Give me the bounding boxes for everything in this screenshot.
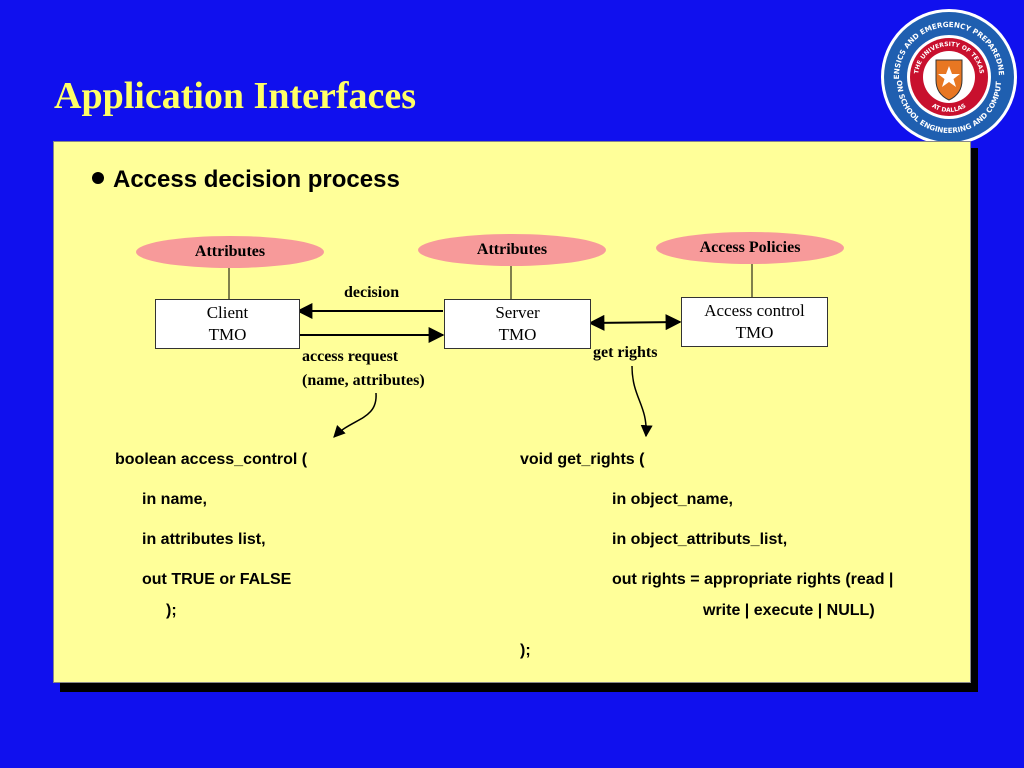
bullet-dot-icon bbox=[92, 172, 104, 184]
get-rights-param-object-name: in object_name, bbox=[612, 491, 733, 508]
content-panel bbox=[53, 141, 971, 683]
institute-seal-icon: DIGITAL FORENSICS AND EMERGENCY PREPARED… bbox=[880, 8, 1017, 145]
access-policies-ellipse: Access Policies bbox=[656, 232, 844, 264]
client-tmo-line2: TMO bbox=[208, 325, 247, 344]
server-tmo-box: Server TMO bbox=[444, 299, 591, 349]
access-control-param-attributes: in attributes list, bbox=[142, 531, 266, 548]
get-rights-close: ); bbox=[520, 642, 531, 659]
get-rights-param-out-line1: out rights = appropriate rights (read | bbox=[612, 571, 894, 588]
access-control-tmo-line2: TMO bbox=[735, 323, 774, 342]
access-control-tmo-box: Access control TMO bbox=[681, 297, 828, 347]
request-callout-arrow bbox=[333, 392, 377, 438]
access-control-param-out: out TRUE or FALSE bbox=[142, 571, 292, 588]
get-rights-arrow bbox=[588, 314, 682, 331]
server-tmo-line2: TMO bbox=[498, 325, 537, 344]
client-attributes-ellipse: Attributes bbox=[136, 236, 324, 268]
access-request-params-label: (name, attributes) bbox=[302, 372, 425, 389]
access-control-close: ); bbox=[166, 602, 177, 619]
access-control-tmo-line1: Access control bbox=[704, 301, 805, 320]
client-tmo-box: Client TMO bbox=[155, 299, 300, 349]
client-tmo-line1: Client bbox=[206, 303, 249, 322]
slide-title: Application Interfaces bbox=[54, 75, 417, 117]
bullet-heading: Access decision process bbox=[92, 166, 400, 194]
access-control-param-name: in name, bbox=[142, 491, 207, 508]
get-rights-label: get rights bbox=[593, 344, 658, 361]
decision-label: decision bbox=[344, 284, 400, 301]
svg-text:AT DALLAS: AT DALLAS bbox=[931, 102, 968, 114]
bullet-text: Access decision process bbox=[113, 166, 400, 193]
get-rights-signature: void get_rights ( bbox=[520, 451, 645, 468]
access-control-signature: boolean access_control ( bbox=[115, 451, 308, 468]
server-tmo-line1: Server bbox=[495, 303, 540, 322]
get-rights-param-object-attributes: in object_attributs_list, bbox=[612, 531, 788, 548]
access-request-label: access request bbox=[302, 348, 399, 365]
get-rights-param-out-line2: write | execute | NULL) bbox=[703, 602, 875, 619]
server-attributes-ellipse: Attributes bbox=[418, 234, 606, 266]
get-rights-callout-arrow bbox=[631, 365, 653, 438]
